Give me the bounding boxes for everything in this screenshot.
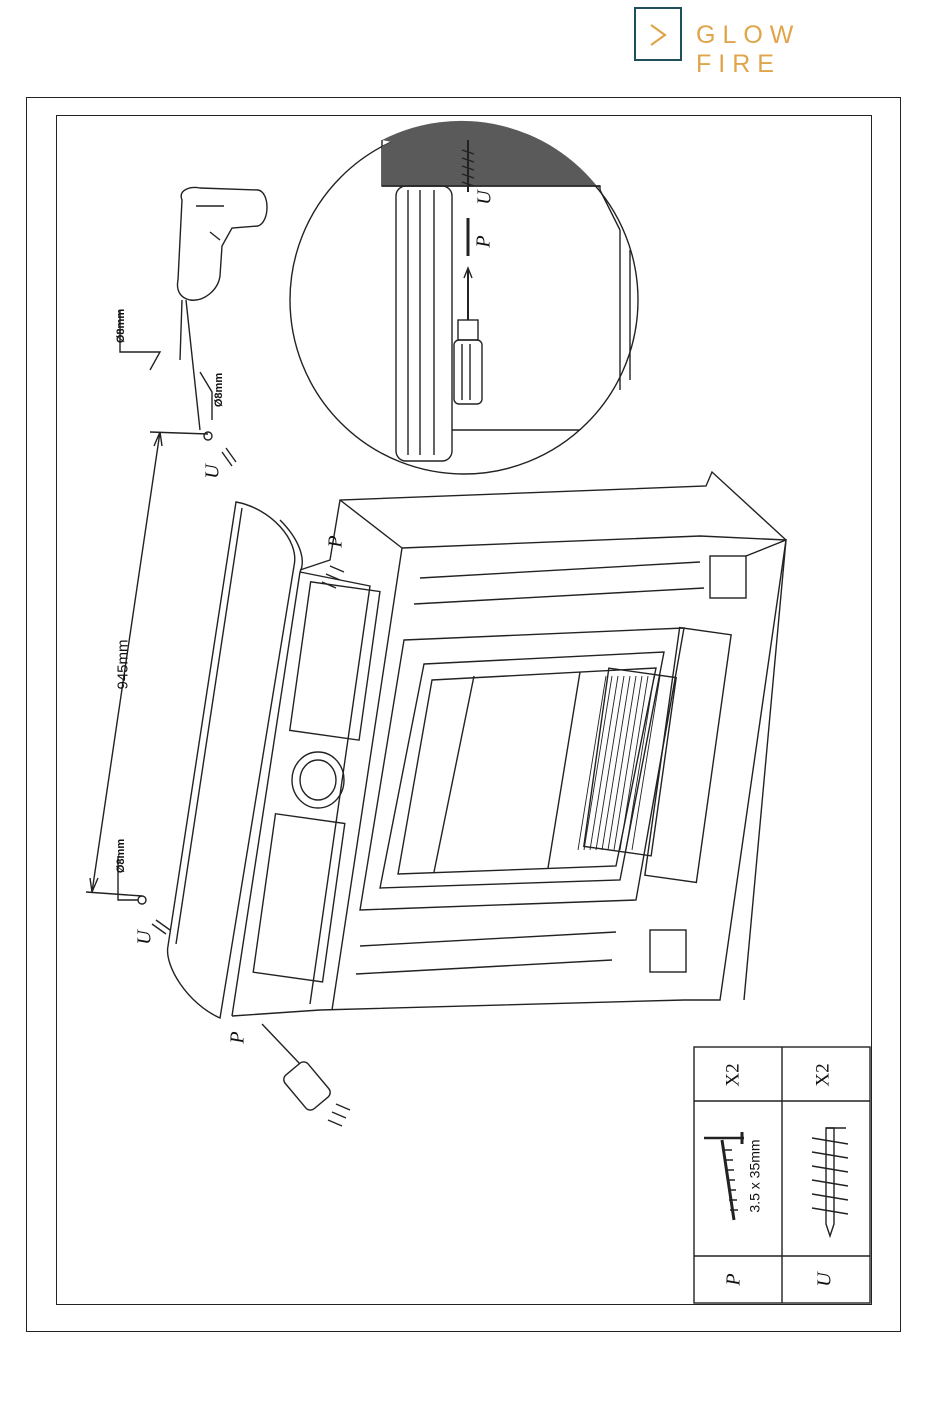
fireplace-body [232,472,786,1016]
drill-bit-label: Ø8mm [115,309,127,343]
part-u-letter: U [814,1272,837,1286]
callout-u-bottom: U [134,930,157,944]
part-p-quantity: X2 [723,1063,745,1086]
screwdriver-icon [454,268,482,404]
dimension-945 [86,432,208,896]
callout-u-top: U [202,464,225,478]
part-p-letter: P [723,1273,746,1285]
callout-p-top: P [325,535,348,547]
callout-u-detail: U [474,190,497,204]
parts-table-grid [694,1047,870,1303]
drill-bit-label: Ø8mm [115,839,127,873]
detail-magnifier [290,121,638,474]
callout-p-detail: P [473,235,496,247]
width-dimension-label: 945mm [115,639,132,689]
screw-icon [704,1132,744,1220]
drill-bit-label: Ø8mm [213,373,225,407]
wall-plug-icon [812,1128,848,1236]
part-u-quantity: X2 [813,1063,835,1086]
part-p-size: 3.5 x 35mm [747,1139,763,1212]
mantel-top [168,502,303,1018]
lower-screwdriver-icon [262,1024,333,1112]
callout-p-bottom: P [227,1031,250,1043]
